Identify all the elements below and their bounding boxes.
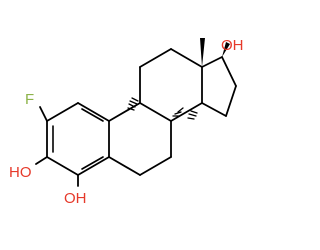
hydroxyl-label-c17: OH xyxy=(221,37,244,54)
bond-c12-c13 xyxy=(170,48,203,68)
hydroxyl-label-c4: OH xyxy=(64,190,87,207)
structure-diagram: F HO OH OH xyxy=(9,37,244,207)
bond-c9-c8 xyxy=(139,102,172,122)
molecule-canvas: F HO OH OH xyxy=(9,37,244,207)
bond-c13-c17 xyxy=(201,56,223,68)
bond-c1-c2 xyxy=(46,102,79,122)
bond-c2-f xyxy=(39,106,48,122)
bond-c16-c15 xyxy=(225,85,237,117)
bond-c7-c6 xyxy=(139,156,172,176)
bond-c15-c14 xyxy=(201,102,227,117)
methyl-wedge-c18 xyxy=(200,38,205,67)
bond-c11-c12 xyxy=(139,48,172,68)
aromatic-inner-bond-3 xyxy=(81,108,104,122)
bond-c3-o xyxy=(35,156,48,165)
bond-c10-c1 xyxy=(77,102,110,122)
aromatic-inner-bond-2 xyxy=(81,156,104,170)
substituent-bonds xyxy=(35,106,79,187)
hash-bond-c14-h xyxy=(187,110,198,120)
hydroxyl-label-c3: HO xyxy=(9,164,32,181)
fluorine-label: F xyxy=(25,91,34,108)
bond-c17-c16 xyxy=(221,56,237,87)
bond-c3-c4 xyxy=(46,156,79,176)
ring-b xyxy=(108,102,172,176)
hash-bond-c8-h xyxy=(172,107,184,117)
hash-bond-c9-h xyxy=(127,97,139,111)
bond-c6-c5 xyxy=(108,156,141,176)
ring-d xyxy=(201,56,237,117)
ring-a-aromatic xyxy=(46,102,110,176)
bond-c4-c5 xyxy=(77,156,110,176)
stereo-bonds xyxy=(127,38,230,120)
wedge-c17-oh xyxy=(222,42,230,57)
ring-c xyxy=(139,48,203,122)
bond-c10-c9 xyxy=(108,102,141,122)
bond-c14-c8 xyxy=(170,102,203,122)
